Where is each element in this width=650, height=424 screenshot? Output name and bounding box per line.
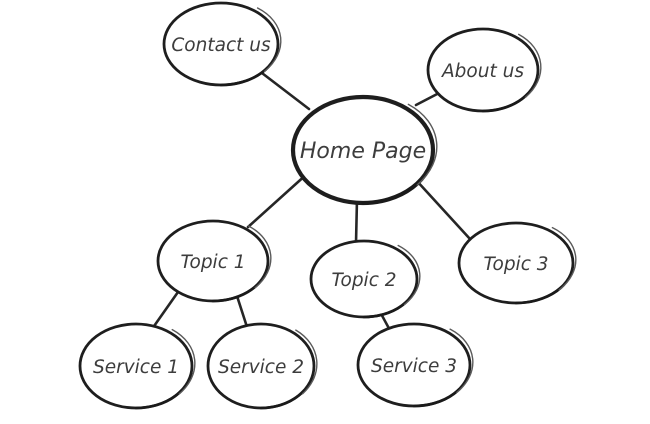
edge-home-topic3	[414, 178, 472, 241]
node-ellipse-thick-arc	[457, 221, 575, 305]
node-ellipse-thick-arc	[356, 322, 472, 408]
node-ellipse-thick-arc	[426, 27, 540, 113]
node-label: Contact us	[171, 35, 271, 56]
node-label: Topic 3	[483, 254, 548, 275]
node-topic-1[interactable]: Topic 1	[151, 213, 275, 309]
node-service-1[interactable]: Service 1	[73, 316, 200, 416]
node-label: About us	[441, 61, 524, 82]
edge-topic1-service2	[235, 294, 249, 329]
node-ellipse-thick-arc	[309, 239, 419, 319]
node-about-us[interactable]: About us	[421, 21, 545, 119]
node-label: Topic 2	[331, 270, 396, 291]
node-home-page[interactable]: Home Page	[284, 88, 443, 213]
node-ellipse-flick-arc	[204, 321, 318, 411]
node-ellipse-flick-arc	[354, 321, 474, 409]
node-contact-us[interactable]: Contact us	[157, 0, 285, 93]
node-label: Home Page	[300, 139, 426, 164]
node-label: Service 3	[371, 356, 457, 377]
node-ellipse-flick-arc	[424, 26, 542, 114]
edge-home-topic1	[246, 171, 310, 229]
node-label: Service 2	[218, 357, 304, 378]
node-topic-3[interactable]: Topic 3	[452, 215, 580, 311]
node-topic-2[interactable]: Topic 2	[304, 233, 424, 324]
edge-home-contact	[256, 68, 311, 111]
node-service-2[interactable]: Service 2	[201, 316, 322, 415]
edge-topic1-service1	[150, 290, 180, 331]
node-ellipse-thick-arc	[78, 322, 194, 410]
node-label: Topic 1	[180, 252, 245, 273]
node-ellipse-thick-arc	[291, 95, 435, 205]
node-ellipse-thick-arc	[206, 322, 316, 410]
node-ellipse-flick-arc	[288, 94, 438, 206]
edge-home-topic2	[354, 197, 359, 245]
node-ellipse-thick-arc	[162, 1, 280, 87]
node-ellipse-thick-arc	[156, 219, 270, 303]
node-ellipse-flick-arc	[76, 321, 196, 411]
node-service-3[interactable]: Service 3	[351, 316, 477, 414]
node-label: Service 1	[93, 357, 179, 378]
